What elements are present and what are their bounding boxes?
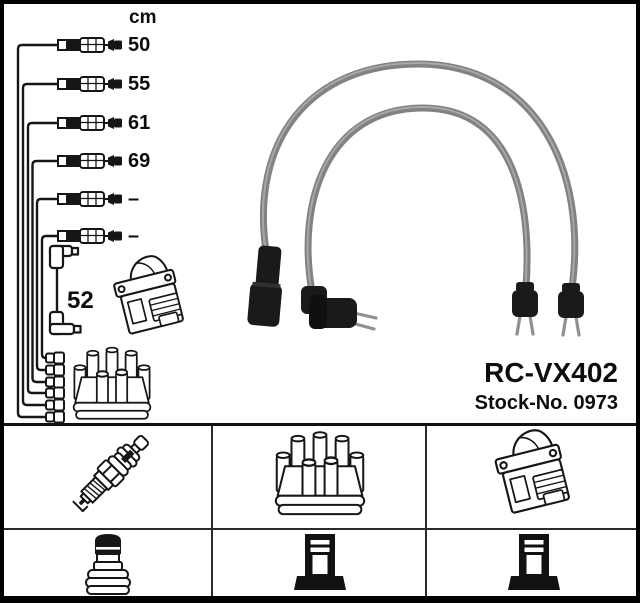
- parts-grid-cell-ignition-coil: [427, 426, 636, 530]
- ignition-coil-icon: [489, 424, 573, 516]
- lead-end-connector: [558, 283, 584, 337]
- cable-length-label: 69: [128, 150, 151, 172]
- straight-boot: [247, 245, 282, 327]
- terminal-din-connector-icon: [508, 534, 560, 590]
- terminal-dome-connector-icon: [85, 534, 131, 595]
- ignition-coil-drawing: [108, 250, 187, 336]
- lead-end-connector: [512, 282, 538, 336]
- cable-length-label: –: [128, 225, 140, 247]
- product-code: RC-VX402: [484, 357, 618, 388]
- cable-set-drawing: [16, 43, 58, 419]
- elbow-boot: [301, 286, 378, 331]
- parts-grid-cell-distributor-cap: [213, 426, 427, 530]
- distributor-cap-drawing: [74, 348, 151, 419]
- cable-length-label: –: [128, 188, 140, 210]
- parts-grid-cell-terminal-din-1: [213, 530, 427, 596]
- ignition-leads-photo: [247, 60, 584, 337]
- parts-grid-cell-terminal-dome: [4, 530, 213, 596]
- cable-length-label: 50: [128, 34, 151, 56]
- cable-connector-drawings: [57, 37, 123, 244]
- technical-drawing: [16, 37, 584, 595]
- distributor-cap-icon: [276, 432, 364, 514]
- parts-grid: [4, 423, 636, 596]
- cable-length-label: 55: [128, 73, 151, 95]
- stock-number: Stock-No. 0973: [474, 392, 618, 414]
- terminal-din-connector-icon: [294, 534, 346, 590]
- cable-length-label: 61: [128, 112, 151, 134]
- coil-lead-length-label: 52: [67, 287, 94, 314]
- distributor-stub-plugs: [45, 351, 65, 424]
- unit-header: cm: [129, 7, 157, 28]
- parts-grid-cell-spark-plug: [4, 426, 213, 530]
- spark-plug-icon: [72, 434, 150, 513]
- coil-lead-drawing: [48, 244, 82, 336]
